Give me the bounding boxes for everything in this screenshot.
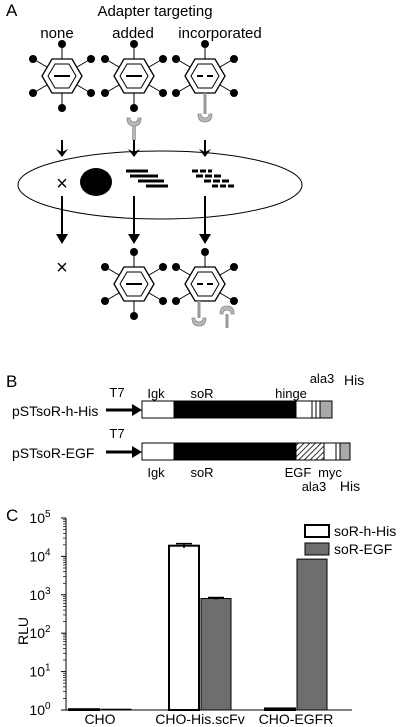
legend-label-sor-egf: soR-EGF — [334, 541, 392, 557]
y-tick-label: 103 — [29, 586, 51, 603]
construct2-myc-segment — [323, 442, 337, 461]
bar-sor-h-his-1 — [168, 544, 200, 711]
column-label-none: none — [40, 25, 73, 42]
bar-sor-h-his-0 — [68, 708, 100, 712]
panel-c-label: C — [6, 506, 18, 525]
construct1-his-segment — [319, 400, 333, 419]
adapter-molecule-free — [126, 117, 142, 141]
x-category-label: CHO-EGFR — [259, 711, 334, 727]
y-tick-label: 102 — [29, 624, 51, 641]
column-label-incorporated: incorporated — [178, 25, 261, 42]
arrows-out-of-cell — [56, 196, 211, 244]
construct1-hinge-segment — [295, 400, 313, 419]
construct1-sor-label: soR — [190, 386, 213, 401]
construct1-promoter: T7 — [109, 385, 124, 400]
x-axis-labels: CHO CHO-His.scFv CHO-EGFR — [84, 711, 333, 727]
nucleus-icon — [80, 168, 112, 196]
bar-sor-h-his-2 — [264, 707, 296, 712]
construct2-myc-label: myc — [318, 465, 342, 480]
y-tick-label: 101 — [29, 663, 51, 680]
construct-pstsor-h-his: T7 pSTsoR-h-His Igk soR hinge ala3 His — [12, 371, 364, 419]
y-tick-label: 100 — [29, 701, 51, 718]
y-axis-label: RLU — [15, 617, 31, 645]
bars-group — [68, 542, 328, 712]
construct1-sor-segment — [173, 400, 297, 419]
viral-particle-none — [29, 40, 95, 112]
construct2-sor-segment — [173, 442, 297, 461]
adapter-targeting-header: Adapter targeting — [97, 3, 212, 20]
chart-legend: soR-h-His soR-EGF — [304, 523, 396, 557]
construct2-name: pSTsoR-EGF — [12, 445, 94, 461]
legend-swatch-sor-h-his — [304, 524, 330, 538]
blocked-mark-cell: × — [56, 173, 68, 195]
construct1-hinge-label: hinge — [275, 386, 307, 401]
released-particle-incorporated — [172, 248, 238, 328]
construct2-igk-segment — [141, 442, 175, 461]
construct2-egf-segment — [295, 442, 325, 461]
construct2-sor-label: soR — [190, 465, 213, 480]
construct1-his-label: His — [344, 372, 364, 388]
panel-b-label: B — [6, 372, 17, 391]
legend-swatch-sor-egf — [304, 542, 330, 556]
y-tick-label: 105 — [29, 509, 51, 526]
construct2-ala3-label: ala3 — [302, 479, 327, 494]
y-tick-label: 104 — [29, 547, 51, 564]
blocked-mark-output: × — [56, 257, 68, 279]
arrows-into-cell — [56, 140, 211, 157]
construct1-igk-label: Igk — [147, 386, 165, 401]
construct1-name: pSTsoR-h-His — [12, 403, 98, 419]
column-label-added: added — [112, 25, 154, 42]
released-particle-added — [101, 248, 167, 320]
construct1-ala3-label: ala3 — [310, 371, 335, 386]
viral-particle-added — [101, 40, 167, 112]
construct2-his-segment — [339, 442, 351, 461]
mrna-strands-dashed-icon — [192, 169, 234, 188]
x-category-label: CHO — [84, 711, 115, 727]
construct1-spacer-segment — [315, 400, 321, 419]
mrna-strands-icon — [126, 169, 168, 188]
bar-sor-egf-1 — [200, 598, 232, 711]
construct2-promoter: T7 — [109, 426, 124, 441]
construct1-igk-segment — [141, 400, 175, 419]
viral-particle-incorporated — [172, 40, 238, 123]
construct2-igk-label: Igk — [147, 465, 165, 480]
bar-sor-egf-0 — [100, 708, 132, 711]
y-axis-ticks: 100 101 102 103 104 105 — [29, 509, 66, 718]
construct2-egf-label: EGF — [285, 465, 312, 480]
x-category-label: CHO-His.scFv — [155, 711, 244, 727]
construct1-ala3-segment — [311, 400, 317, 419]
construct2-his-label: His — [340, 478, 360, 494]
legend-label-sor-h-his: soR-h-His — [334, 523, 396, 539]
cell-outline — [17, 150, 303, 220]
bar-sor-egf-2 — [296, 558, 328, 711]
construct-pstsor-egf: T7 pSTsoR-EGF Igk soR EGF myc ala3 His — [12, 426, 360, 494]
panel-a-label: A — [6, 1, 18, 20]
construct2-ala3-segment — [335, 442, 341, 461]
